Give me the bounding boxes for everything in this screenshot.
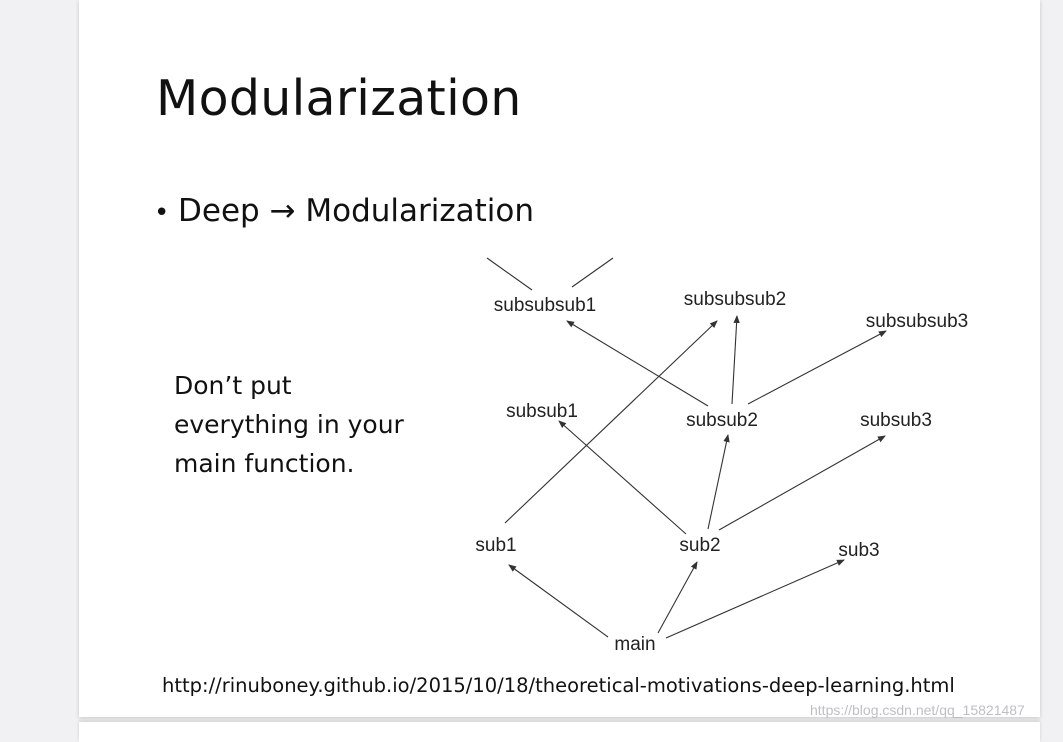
node-subsub1: subsub1 <box>506 401 578 422</box>
slide-title: Modularization <box>156 70 522 127</box>
source-link[interactable]: http://rinuboney.github.io/2015/10/18/th… <box>162 674 955 697</box>
edge-offscreen-left <box>486 257 533 291</box>
bullet-text: Deep → Modularization <box>178 193 535 229</box>
edges <box>486 257 887 639</box>
node-subsubsub3: subsubsub3 <box>866 311 968 332</box>
edge-subsub2-to-subsubsub3 <box>747 330 887 405</box>
slide: Modularization • Deep → Modularization Do… <box>79 0 1040 717</box>
note-line: Don’t put <box>174 371 292 400</box>
node-subsub2: subsub2 <box>686 410 758 431</box>
note-line: everything in your <box>174 410 404 439</box>
node-subsub3: subsub3 <box>860 410 932 431</box>
edge-sub1-to-subsubsub2 <box>504 320 718 524</box>
note-line: main function. <box>174 449 355 478</box>
watermark: https://blog.csdn.net/qq_15821487 <box>810 702 1025 718</box>
edge-offscreen-right <box>571 257 614 288</box>
node-main: main <box>614 634 655 655</box>
node-sub3: sub3 <box>838 540 879 561</box>
edge-subsub2-to-subsubsub2 <box>731 315 740 405</box>
node-subsubsub1: subsubsub1 <box>494 295 596 316</box>
edge-sub2-to-subsub3 <box>718 435 886 531</box>
node-sub2: sub2 <box>679 535 720 556</box>
bullet-marker: • <box>154 198 170 228</box>
edge-subsub2-to-subsubsub1 <box>566 320 709 407</box>
edge-main-to-sub1 <box>508 564 609 638</box>
edge-main-to-sub2 <box>657 561 698 634</box>
note-text: Don’t put everything in your main functi… <box>174 366 434 483</box>
node-sub1: sub1 <box>475 535 516 556</box>
node-subsubsub2: subsubsub2 <box>684 289 786 310</box>
edge-sub2-to-subsub2 <box>707 434 730 530</box>
nodes: subsubsub1 subsubsub2 subsubsub3 subsub1 sub… <box>475 289 968 655</box>
bullet-item: • Deep → Modularization <box>154 193 534 229</box>
edge-sub2-to-subsub1 <box>558 420 687 535</box>
edge-main-to-sub3 <box>665 559 845 639</box>
